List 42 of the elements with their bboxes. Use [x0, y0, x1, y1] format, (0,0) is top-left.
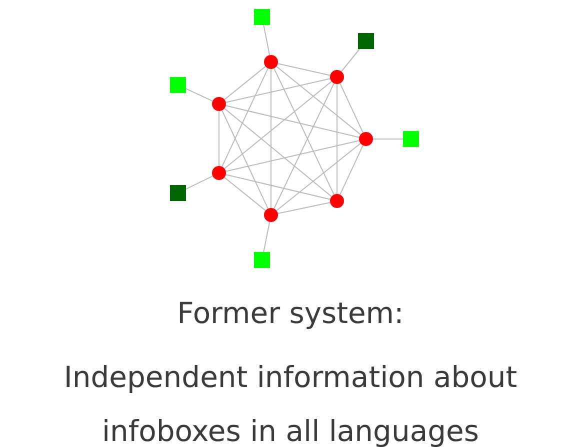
node-circle [212, 97, 226, 111]
connector-line [340, 82, 364, 134]
connector-line [225, 174, 331, 200]
node-circle [264, 55, 278, 69]
connector-line [340, 48, 360, 72]
connector-line [276, 66, 362, 136]
connector-line [218, 110, 220, 166]
connector-line [222, 68, 268, 168]
connector-line [263, 221, 270, 252]
node-square [403, 131, 419, 147]
connector-line [224, 66, 266, 100]
connector-line [277, 63, 331, 76]
connector-line [336, 84, 338, 194]
node-circle [330, 70, 344, 84]
connector-line [225, 105, 360, 138]
node-square [170, 77, 186, 93]
node-circle [359, 132, 373, 146]
connector-line [186, 88, 214, 102]
connector-line [225, 78, 331, 103]
connector-line [270, 68, 272, 208]
connector-line [186, 176, 214, 190]
node-square [254, 252, 270, 268]
connector-line [372, 138, 404, 140]
node-circle [330, 194, 344, 208]
connector-line [263, 24, 270, 56]
connector-line [274, 68, 334, 196]
connector-line [224, 80, 332, 170]
node-circle [264, 208, 278, 222]
connector-line [276, 142, 361, 212]
node-circle [212, 166, 226, 180]
connector-line [340, 144, 364, 196]
node-square [358, 33, 374, 49]
caption: Independent information about infoboxes in all languages [62, 359, 518, 447]
connector-line [224, 108, 332, 198]
connector-line [225, 140, 360, 172]
connector-line [274, 82, 334, 210]
connector-line [224, 176, 266, 212]
title: Former system: [177, 296, 404, 330]
node-square [254, 9, 270, 25]
node-square [170, 185, 186, 201]
connector-line [222, 110, 268, 210]
connector-line [277, 202, 331, 214]
